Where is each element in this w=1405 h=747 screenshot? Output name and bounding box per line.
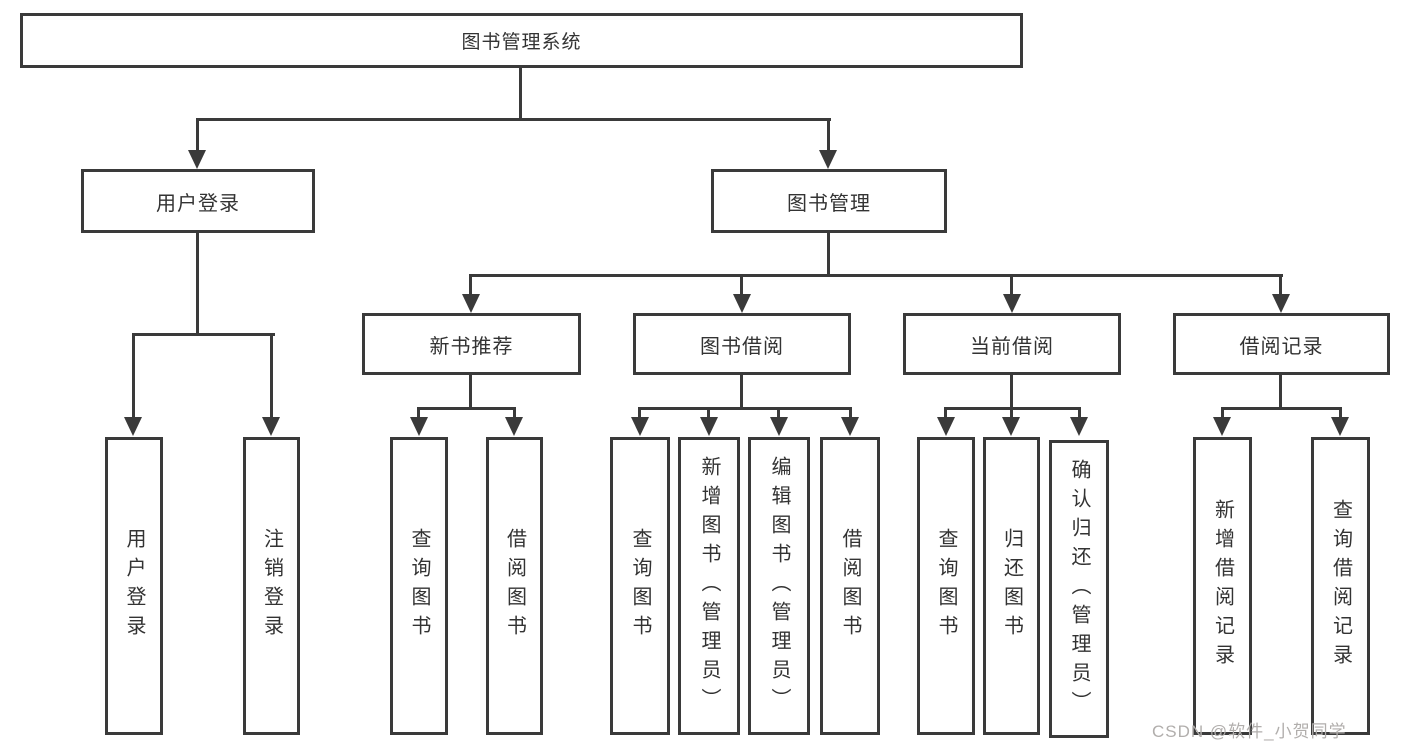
connector-rail bbox=[638, 407, 852, 410]
node-borrow-books-recommend-label: 借阅图书 bbox=[503, 528, 526, 644]
arrow-down-icon bbox=[937, 417, 955, 436]
connector-shaft bbox=[740, 274, 743, 296]
connector-stem bbox=[740, 375, 743, 407]
connector-root-stem bbox=[519, 68, 522, 118]
node-book-borrowing-label: 图书借阅 bbox=[700, 335, 784, 358]
connector-shaft bbox=[513, 407, 516, 420]
arrow-down-icon bbox=[124, 417, 142, 436]
connector-shaft bbox=[849, 407, 852, 420]
node-logout: 注销登录 bbox=[243, 437, 300, 735]
connector-shaft bbox=[469, 274, 472, 296]
node-new-book-recommend-label: 新书推荐 bbox=[429, 335, 514, 358]
connector-shaft bbox=[944, 407, 947, 420]
connector-level2-rail bbox=[469, 274, 1283, 277]
connector-shaft bbox=[638, 407, 641, 420]
node-query-borrow-record-label: 查询借阅记录 bbox=[1329, 499, 1352, 673]
connector-level1-rail bbox=[196, 118, 831, 121]
arrow-down-icon bbox=[819, 150, 837, 169]
arrow-down-icon bbox=[770, 417, 788, 436]
arrow-down-icon bbox=[841, 417, 859, 436]
connector-shaft bbox=[270, 333, 273, 420]
connector-shaft bbox=[1010, 407, 1013, 420]
arrow-down-icon bbox=[1002, 417, 1020, 436]
arrow-down-icon bbox=[462, 294, 480, 313]
node-borrow-records-label: 借阅记录 bbox=[1239, 335, 1324, 358]
watermark: CSDN @软件_小贺同学 bbox=[1152, 722, 1347, 741]
arrow-down-icon bbox=[1003, 294, 1021, 313]
arrow-down-icon bbox=[733, 294, 751, 313]
connector-rail bbox=[1221, 407, 1342, 410]
arrow-down-icon bbox=[631, 417, 649, 436]
node-user-login: 用户登录 bbox=[81, 169, 315, 233]
node-user-login-leaf-label: 用户登录 bbox=[123, 528, 145, 644]
connector-shaft bbox=[777, 407, 780, 420]
connector-user-login-shaft bbox=[196, 118, 199, 152]
node-logout-label: 注销登录 bbox=[260, 528, 283, 644]
arrow-down-icon bbox=[1213, 417, 1231, 436]
node-borrow-books-borrowing-label: 借阅图书 bbox=[839, 528, 861, 644]
node-current-borrowing-label: 当前借阅 bbox=[970, 335, 1054, 358]
connector-book-mgmt-stem bbox=[827, 233, 830, 274]
node-return-book: 归还图书 bbox=[983, 437, 1040, 735]
node-query-books-recommend: 查询图书 bbox=[390, 437, 448, 735]
connector-shaft bbox=[1339, 407, 1342, 420]
connector-shaft bbox=[1221, 407, 1224, 420]
node-add-borrow-record: 新增借阅记录 bbox=[1193, 437, 1252, 735]
connector-book-mgmt-shaft bbox=[827, 118, 830, 152]
node-user-login-label: 用户登录 bbox=[156, 192, 240, 215]
connector-shaft bbox=[1279, 274, 1282, 296]
arrow-down-icon bbox=[1272, 294, 1290, 313]
node-query-books-recommend-label: 查询图书 bbox=[408, 528, 430, 644]
node-new-book-recommend: 新书推荐 bbox=[362, 313, 581, 375]
node-borrow-books-borrowing: 借阅图书 bbox=[820, 437, 880, 735]
connector-rail bbox=[417, 407, 516, 410]
node-query-books-borrowing: 查询图书 bbox=[610, 437, 670, 735]
node-query-books-current: 查询图书 bbox=[917, 437, 975, 735]
connector-stem bbox=[1279, 375, 1282, 407]
connector-user-login-stem bbox=[196, 233, 199, 333]
node-add-book-admin: 新增图书（管理员） bbox=[678, 437, 740, 735]
node-edit-book-admin-label: 编辑图书（管理员） bbox=[768, 455, 790, 717]
node-add-borrow-record-label: 新增借阅记录 bbox=[1211, 499, 1234, 673]
connector-shaft bbox=[132, 333, 135, 420]
node-query-books-current-label: 查询图书 bbox=[935, 528, 957, 644]
node-current-borrowing: 当前借阅 bbox=[903, 313, 1121, 375]
node-borrow-books-recommend: 借阅图书 bbox=[486, 437, 543, 735]
node-confirm-return-admin: 确认归还（管理员） bbox=[1049, 440, 1109, 738]
arrow-down-icon bbox=[505, 417, 523, 436]
node-root-label: 图书管理系统 bbox=[461, 32, 582, 53]
connector-stem bbox=[469, 375, 472, 407]
node-add-book-admin-label: 新增图书（管理员） bbox=[698, 455, 720, 717]
node-book-management: 图书管理 bbox=[711, 169, 947, 233]
connector-user-login-rail bbox=[132, 333, 275, 336]
connector-shaft bbox=[417, 407, 420, 420]
node-book-management-label: 图书管理 bbox=[787, 192, 871, 215]
connector-shaft bbox=[1010, 274, 1013, 296]
node-root: 图书管理系统 bbox=[20, 13, 1023, 68]
arrow-down-icon bbox=[1331, 417, 1349, 436]
node-confirm-return-admin-label: 确认归还（管理员） bbox=[1068, 458, 1090, 720]
arrow-down-icon bbox=[410, 417, 428, 436]
connector-shaft bbox=[1078, 407, 1081, 420]
arrow-down-icon bbox=[188, 150, 206, 169]
connector-shaft bbox=[707, 407, 710, 420]
node-query-borrow-record: 查询借阅记录 bbox=[1311, 437, 1370, 735]
node-borrow-records: 借阅记录 bbox=[1173, 313, 1390, 375]
node-return-book-label: 归还图书 bbox=[1000, 528, 1023, 644]
node-edit-book-admin: 编辑图书（管理员） bbox=[748, 437, 810, 735]
arrow-down-icon bbox=[262, 417, 280, 436]
arrow-down-icon bbox=[1070, 417, 1088, 436]
connector-stem bbox=[1010, 375, 1013, 407]
node-book-borrowing: 图书借阅 bbox=[633, 313, 851, 375]
node-query-books-borrowing-label: 查询图书 bbox=[629, 528, 651, 644]
arrow-down-icon bbox=[700, 417, 718, 436]
node-user-login-leaf: 用户登录 bbox=[105, 437, 163, 735]
